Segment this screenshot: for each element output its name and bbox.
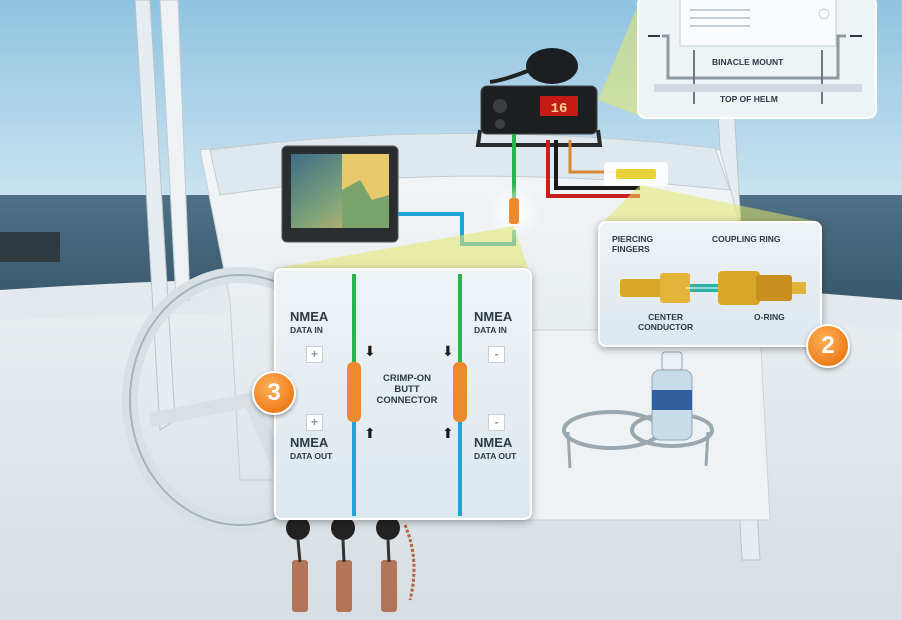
right-out-minus-sign: - <box>488 414 505 431</box>
callout-3-butt-connector: NMEA DATA IN + + NMEA DATA OUT NMEA DATA… <box>274 268 532 520</box>
piercing-fingers-label: PIERCING FINGERS <box>612 234 654 254</box>
pointer-beam-2 <box>603 185 820 222</box>
connector-splice <box>509 198 519 224</box>
dock <box>0 232 60 262</box>
coupling-ring-label: COUPLING RING <box>712 234 781 244</box>
coax-connector-illustration <box>620 271 806 305</box>
center-conductor-label: CENTER CONDUCTOR <box>638 312 694 332</box>
callout-2-coax-connector: PIERCING FINGERS COUPLING RING CENTER CO… <box>598 221 822 347</box>
butt-connector-illustration <box>347 274 467 516</box>
cup-holder-leg <box>566 431 572 469</box>
top-of-helm-label: TOP OF HELM <box>720 94 778 104</box>
left-arrow-up-icon: ⬆ <box>364 425 376 441</box>
pointer-beam-3 <box>276 226 528 268</box>
wire-power-black <box>554 140 640 190</box>
vhf-mic-cord <box>489 68 531 84</box>
left-nmea-out-sub: DATA OUT <box>290 451 333 461</box>
water-bottle-cap <box>661 351 683 371</box>
badge-2: 2 <box>806 324 850 368</box>
right-arrow-up-icon: ⬆ <box>442 425 454 441</box>
wire-power-red <box>546 140 640 198</box>
left-in-plus-sign: + <box>306 346 323 363</box>
vhf-radio-knob <box>493 99 507 113</box>
antenna-connector <box>616 169 656 179</box>
binacle-bracket <box>662 34 846 80</box>
left-arrow-down-icon: ⬇ <box>364 343 376 359</box>
left-out-plus-sign: + <box>306 414 323 431</box>
binacle-radio-outline <box>679 0 837 47</box>
binacle-mount-label: BINACLE MOUNT <box>712 57 784 67</box>
ignition-keys <box>286 516 416 612</box>
vhf-microphone <box>526 48 578 84</box>
pointer-beam-top <box>598 0 640 116</box>
vhf-radio-knob-2 <box>495 119 505 129</box>
helm-surface <box>654 84 862 92</box>
right-butt-connector <box>453 362 467 422</box>
left-nmea-in-sub: DATA IN <box>290 325 323 335</box>
steering-spoke <box>148 392 287 473</box>
right-nmea-in-sub: DATA IN <box>474 325 507 335</box>
left-butt-connector <box>347 362 361 422</box>
chartplotter-land <box>342 180 389 228</box>
water-bottle-label <box>652 390 692 410</box>
right-nmea-out-sub: DATA OUT <box>474 451 517 461</box>
vhf-bracket <box>475 129 603 147</box>
vhf-radio-channel: 16 <box>551 101 568 117</box>
t-top-pole-left-2 <box>159 0 191 301</box>
vhf-radio-display <box>540 96 578 116</box>
right-arrow-down-icon: ⬇ <box>442 343 454 359</box>
cup-holder-leg-2 <box>704 431 710 467</box>
crimp-on-butt-connector-label: CRIMP-ON BUTT CONNECTOR <box>376 373 438 406</box>
badge-3: 3 <box>252 371 296 415</box>
left-nmea-out-title: NMEA <box>290 435 329 450</box>
o-ring-label: O-RING <box>754 312 785 322</box>
right-in-minus-sign: - <box>488 346 505 363</box>
right-nmea-out-title: NMEA <box>474 435 513 450</box>
left-nmea-in-title: NMEA <box>290 309 329 324</box>
right-nmea-in-title: NMEA <box>474 309 513 324</box>
